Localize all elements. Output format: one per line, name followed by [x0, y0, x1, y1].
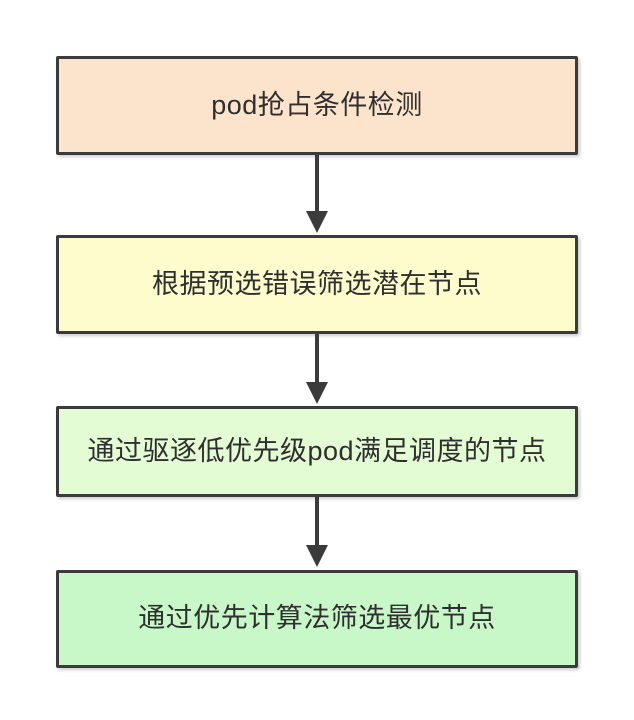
flow-node-filter-candidate-nodes-by-predicate-errors[interactable]: 根据预选错误筛选潜在节点	[56, 235, 578, 334]
edge-line	[315, 155, 319, 213]
flow-node-select-best-node-by-priority-algorithm[interactable]: 通过优先计算法筛选最优节点	[56, 570, 578, 668]
flow-node-label: 根据预选错误筛选潜在节点	[152, 268, 482, 299]
down-arrow-icon	[306, 211, 328, 233]
flow-node-label: pod抢占条件检测	[211, 89, 423, 120]
flow-node-pod-preemption-condition-check[interactable]: pod抢占条件检测	[56, 56, 578, 155]
flow-node-label: 通过驱逐低优先级pod满足调度的节点	[87, 435, 547, 466]
down-arrow-icon	[306, 382, 328, 404]
flow-node-nodes-schedulable-by-evicting-low-priority-pods[interactable]: 通过驱逐低优先级pod满足调度的节点	[56, 406, 578, 497]
down-arrow-icon	[306, 545, 328, 567]
flow-node-label: 通过优先计算法筛选最优节点	[138, 603, 496, 634]
edge-line	[315, 334, 319, 384]
edge-line	[315, 497, 319, 547]
